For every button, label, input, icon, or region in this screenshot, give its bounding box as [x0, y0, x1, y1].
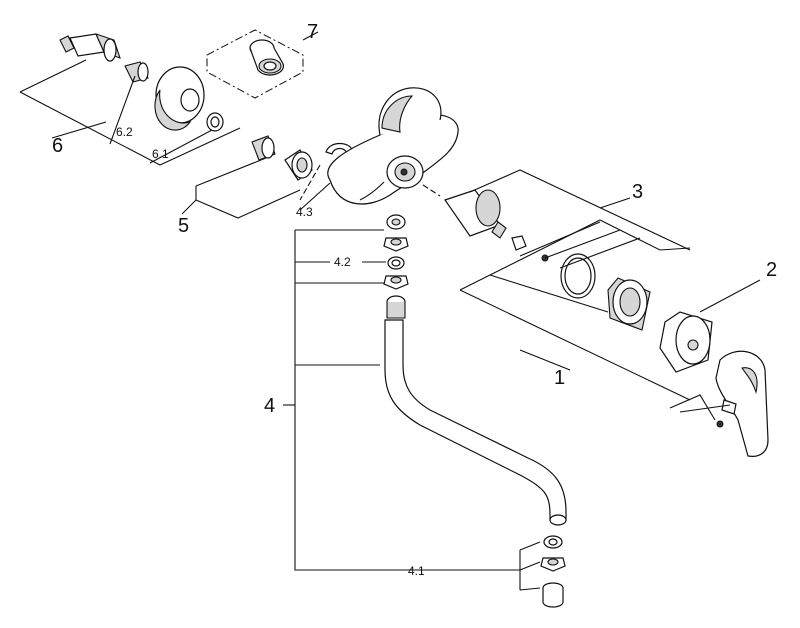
- label-1: 1: [554, 367, 565, 389]
- label-3: 3: [632, 181, 643, 203]
- part-7-optional-adapter: [206, 29, 319, 99]
- mixer-body: [327, 87, 459, 205]
- label-6-1: 6.1: [152, 147, 169, 161]
- part-1-lever-handle: [715, 350, 769, 457]
- label-4-3: 4.3: [296, 205, 313, 219]
- label-7: 7: [307, 21, 318, 43]
- label-5: 5: [178, 215, 189, 237]
- part-3-cartridge-set: [444, 189, 651, 331]
- part-5-nut-set: [251, 135, 353, 181]
- part-6-connector-set: [59, 33, 224, 132]
- part-4-spout-set: [383, 214, 567, 608]
- label-4-1: 4.1: [408, 564, 425, 578]
- label-4-2: 4.2: [334, 255, 351, 269]
- part-2-cap: [659, 311, 713, 373]
- label-2: 2: [766, 259, 777, 281]
- label-6: 6: [52, 135, 63, 157]
- label-6-2: 6.2: [116, 125, 133, 139]
- label-4: 4: [264, 395, 275, 417]
